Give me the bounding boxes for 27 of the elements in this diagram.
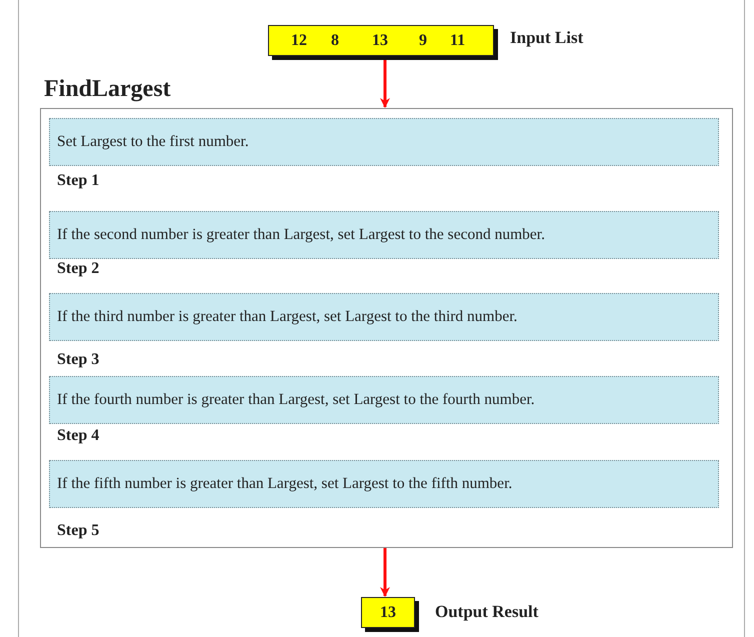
- box-caption: Output Result: [435, 602, 538, 622]
- algorithm-title: FindLargest: [44, 76, 171, 103]
- number-value: 8: [331, 32, 339, 50]
- step-box: [49, 376, 719, 424]
- number-value: 13: [380, 604, 396, 622]
- step-text: If the fifth number is greater than Largest, set Largest to the fifth number.: [57, 475, 512, 493]
- step-text: If the third number is greater than Largest, set Largest to the third number.: [57, 308, 518, 326]
- step-box: [49, 118, 719, 166]
- algorithm-box: [40, 108, 733, 548]
- step-text: Set Largest to the first number.: [57, 133, 249, 151]
- step-label: Step 1: [57, 172, 100, 190]
- step-box: [49, 293, 719, 341]
- step-label: Step 3: [57, 351, 100, 369]
- number-value: 9: [419, 32, 427, 50]
- number-value: 13: [372, 32, 388, 50]
- step-box: [49, 460, 719, 508]
- step-label: Step 2: [57, 260, 100, 278]
- arrow: [380, 548, 390, 597]
- box-caption: Input List: [510, 28, 584, 48]
- step-box: [49, 211, 719, 259]
- step-text: If the fourth number is greater than Largest, set Largest to the fourth number.: [57, 391, 535, 409]
- number-value: 11: [450, 32, 466, 50]
- arrow: [380, 60, 390, 108]
- number-value: 12: [291, 32, 307, 50]
- step-label: Step 4: [57, 427, 100, 445]
- step-label: Step 5: [57, 522, 100, 540]
- step-text: If the second number is greater than Largest, set Largest to the second number.: [57, 226, 545, 244]
